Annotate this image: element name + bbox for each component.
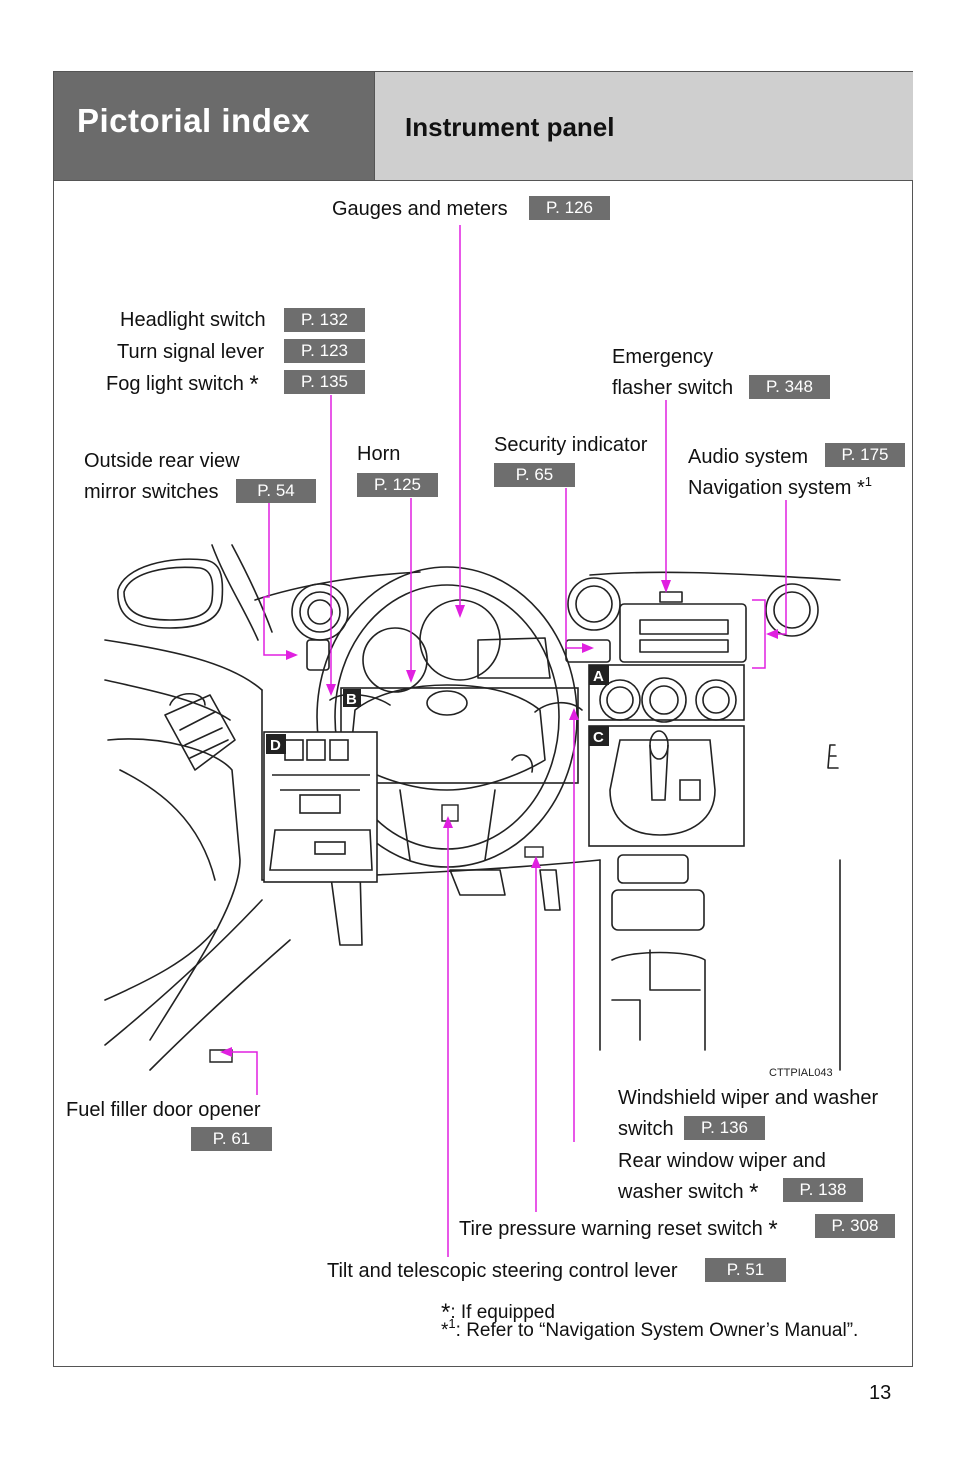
tire-pressure-row: Tire pressure warning reset switch *	[459, 1216, 778, 1243]
navigation-note-mark: 1	[864, 474, 872, 489]
emergency-label-line2: flasher switch	[612, 377, 734, 399]
gauges-page-badge[interactable]: P. 126	[529, 196, 610, 220]
tilt-label: Tilt and telescopic steering control lev…	[327, 1260, 678, 1282]
audio-page-badge[interactable]: P. 175	[825, 443, 905, 467]
section-title: Instrument panel	[405, 112, 615, 142]
outside-mirror-page-badge[interactable]: P. 54	[236, 479, 316, 503]
page-number: 13	[869, 1382, 892, 1404]
fog-light-row: Fog light switch *	[106, 371, 259, 398]
marker-d: D	[270, 737, 281, 754]
wiper-label-line1: Windshield wiper and washer	[618, 1087, 879, 1109]
turn-signal-label: Turn signal lever	[117, 341, 265, 363]
headlight-page-badge[interactable]: P. 132	[284, 308, 365, 332]
tire-pressure-label: Tire pressure warning reset switch	[459, 1218, 763, 1240]
navigation-row: Navigation system *1	[688, 474, 872, 499]
turn-signal-page-badge[interactable]: P. 123	[284, 339, 365, 363]
wiper-page-badge[interactable]: P. 136	[684, 1116, 765, 1140]
headlight-label: Headlight switch	[120, 309, 266, 331]
fog-light-page-badge[interactable]: P. 135	[284, 370, 365, 394]
security-page-badge[interactable]: P. 65	[494, 463, 575, 487]
footnote-navigation: *1: Refer to “Navigation System Owner’s …	[441, 1316, 859, 1341]
outside-mirror-label-line2: mirror switches	[84, 481, 219, 503]
rear-wiper-row: washer switch *	[618, 1179, 759, 1206]
tilt-page-badge[interactable]: P. 51	[705, 1258, 786, 1282]
navigation-label: Navigation system	[688, 477, 852, 499]
outside-mirror-label-line1: Outside rear view	[84, 450, 240, 472]
tire-pressure-page-badge[interactable]: P. 308	[815, 1214, 895, 1238]
emergency-page-badge[interactable]: P. 348	[749, 375, 830, 399]
header-divider	[54, 180, 912, 181]
page-title: Pictorial index	[77, 102, 311, 139]
security-label: Security indicator	[494, 434, 648, 456]
figure-code: CTTPIAL043	[769, 1067, 833, 1079]
header-right-panel	[374, 72, 913, 180]
wiper-label-line2: switch	[618, 1118, 674, 1140]
emergency-label-line1: Emergency	[612, 346, 714, 368]
page-frame	[53, 71, 913, 1367]
side-mirror	[117, 558, 224, 629]
fog-light-label: Fog light switch	[106, 373, 244, 395]
horn-page-badge[interactable]: P. 125	[357, 473, 438, 497]
fuel-filler-label: Fuel filler door opener	[66, 1099, 261, 1121]
audio-label: Audio system	[688, 446, 809, 468]
marker-c: C	[593, 729, 604, 746]
marker-b: B	[346, 691, 357, 708]
asterisk-mark: *	[749, 1179, 759, 1206]
footnote-equipped: *: If equipped	[441, 1299, 555, 1326]
header-left-panel	[54, 72, 374, 180]
marker-a: A	[593, 668, 604, 685]
rear-wiper-label-line2: washer switch	[618, 1181, 744, 1203]
asterisk-mark: *	[768, 1216, 778, 1243]
asterisk-mark: *	[441, 1299, 451, 1326]
fuel-filler-page-badge[interactable]: P. 61	[191, 1127, 272, 1151]
rear-wiper-page-badge[interactable]: P. 138	[783, 1178, 863, 1202]
asterisk-mark: *	[249, 371, 259, 398]
rear-wiper-label-line1: Rear window wiper and	[618, 1150, 826, 1172]
horn-label: Horn	[357, 443, 401, 465]
gauges-label: Gauges and meters	[332, 198, 508, 220]
